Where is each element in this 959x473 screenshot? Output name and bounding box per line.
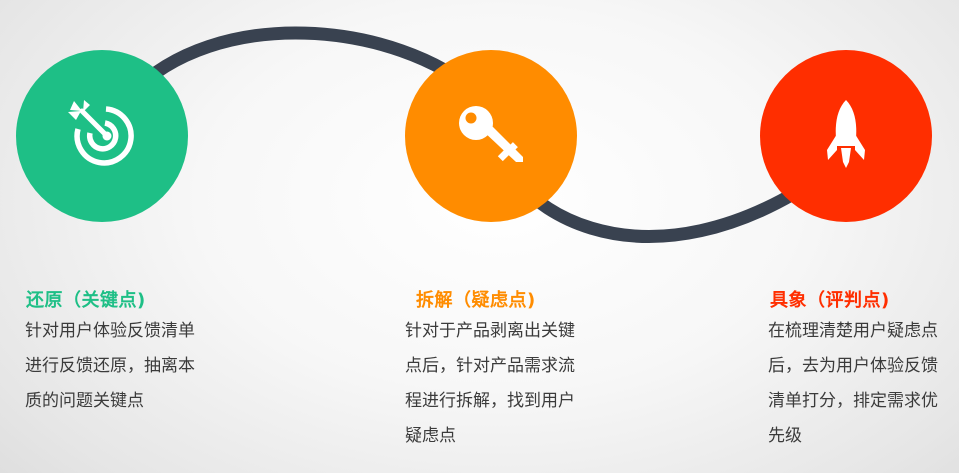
target-arrow-icon	[62, 96, 142, 176]
step-1-title: 还原（关键点)	[26, 290, 146, 311]
step-2-description: 针对于产品剥离出关键点后，针对产品需求流程进行拆解，找到用户疑虑点	[405, 321, 575, 446]
rocket-icon	[806, 96, 886, 176]
step-2-title: 拆解（疑虑点)	[416, 290, 536, 311]
key-icon	[451, 96, 531, 176]
step-2-circle	[405, 50, 577, 222]
step-1-description: 针对用户体验反馈清单进行反馈还原，抽离本质的问题关键点	[25, 321, 195, 411]
step-3-circle	[760, 50, 932, 222]
step-3-title: 具象（评判点)	[770, 290, 890, 311]
step-1-circle	[16, 50, 188, 222]
step-3-description: 在梳理清楚用户疑虑点后，去为用户体验反馈清单打分，排定需求优先级	[768, 321, 938, 446]
